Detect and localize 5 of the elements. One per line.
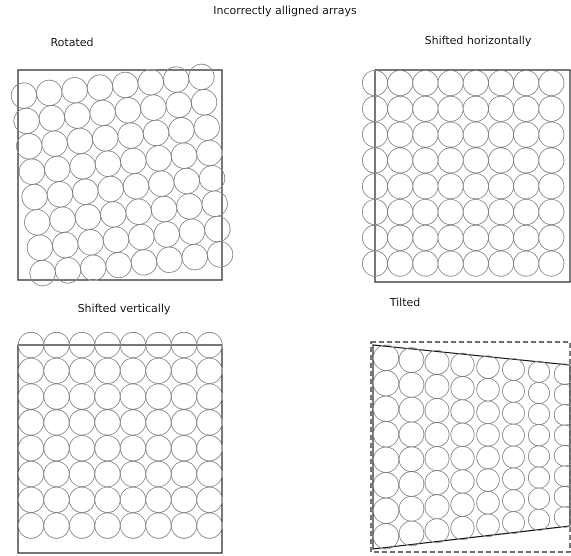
panel-title: Shifted vertically — [78, 302, 170, 315]
panel-title: Shifted horizontally — [424, 34, 532, 47]
panel-title: Tilted — [390, 296, 420, 309]
diagram-title: Incorrectly alligned arrays — [213, 4, 357, 17]
panel-title: Rotated — [50, 36, 94, 49]
